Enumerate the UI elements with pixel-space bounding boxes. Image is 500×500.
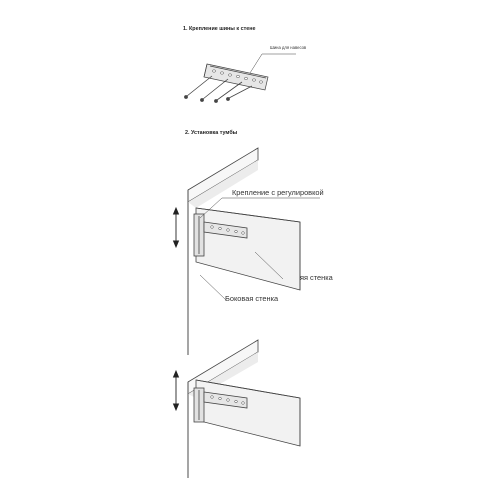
step-1-title: 1. Крепление шины к стене	[183, 26, 256, 32]
side-wall-leader	[199, 274, 227, 301]
rail-lower	[203, 391, 248, 409]
lower-cabinet-illustration	[187, 339, 301, 478]
upper-cabinet-illustration	[187, 147, 320, 355]
rail-label: Шина для навесов	[270, 45, 307, 50]
adjustment-arrow-upper-icon	[172, 206, 180, 249]
screw-1	[184, 75, 213, 99]
screw-2	[200, 78, 229, 102]
rail-label-leader	[249, 53, 296, 74]
rail-upper	[203, 221, 248, 239]
adjustment-arrow-lower-icon	[172, 369, 180, 412]
screw-4	[226, 85, 253, 101]
back-wall-label: Задняя стенка	[283, 273, 333, 282]
back-wall-leader	[254, 251, 284, 280]
back-wall-panel-lower	[195, 379, 301, 447]
wall-rail-illustration	[184, 53, 296, 103]
adjustable-mount-label: Крепление с регулировкой	[232, 188, 324, 197]
mount-label-leader	[199, 197, 320, 219]
screw-3	[214, 81, 243, 103]
side-wall-upper	[188, 160, 258, 208]
step-2-title: 2. Установка тумбы	[185, 130, 238, 136]
side-wall-label: Боковая стенка	[225, 294, 279, 303]
